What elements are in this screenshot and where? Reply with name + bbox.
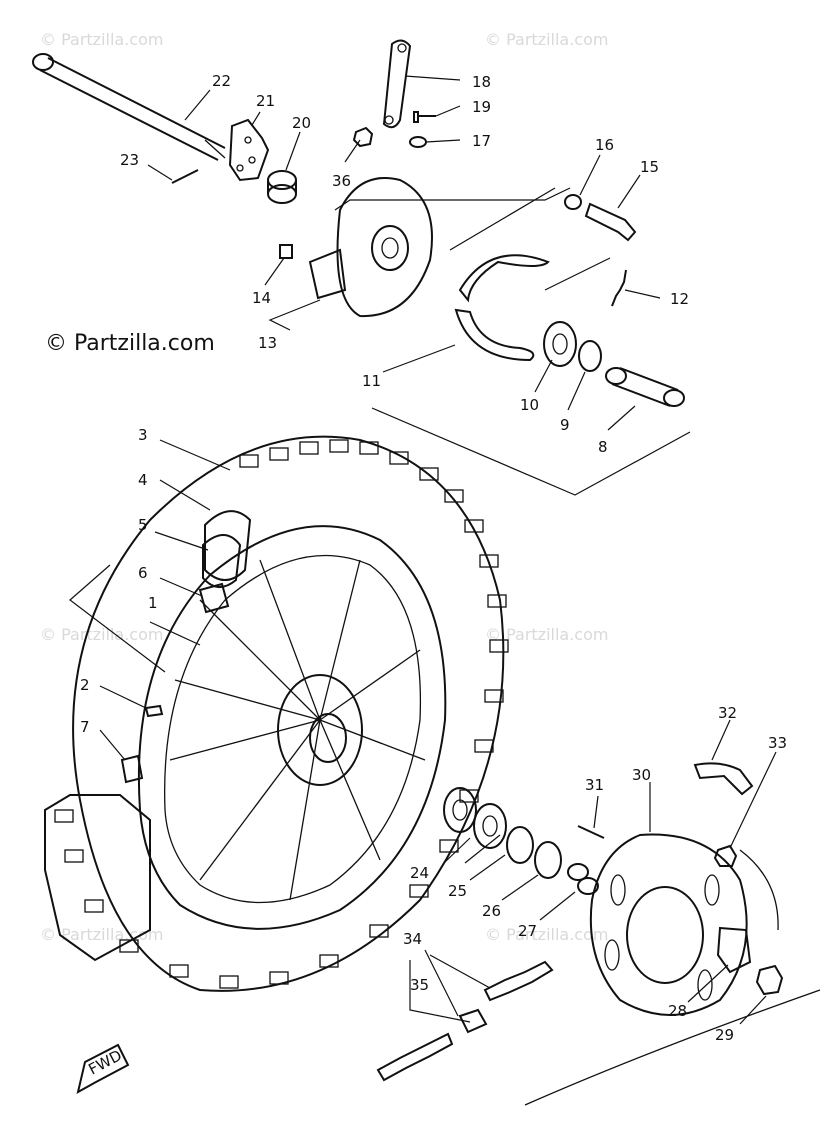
callout-labels: 1 2 3 4 5 6 7 8 9 10 11 12 13 14 15 16 1… bbox=[80, 72, 787, 1044]
watermark-faint: © Partzilla.com bbox=[485, 30, 608, 49]
part-valve bbox=[198, 582, 230, 614]
callout-22: 22 bbox=[212, 72, 231, 90]
part-washer bbox=[409, 136, 427, 148]
callout-10: 10 bbox=[520, 396, 539, 414]
bracket-lines bbox=[69, 187, 691, 1023]
callout-12: 12 bbox=[670, 290, 689, 308]
part-stud bbox=[577, 825, 605, 839]
part-spacer bbox=[605, 367, 685, 407]
callout-24: 24 bbox=[410, 864, 429, 882]
callout-32: 32 bbox=[718, 704, 737, 722]
callout-7: 7 bbox=[80, 718, 90, 736]
callout-35: 35 bbox=[410, 976, 429, 994]
callout-1: 1 bbox=[148, 594, 158, 612]
watermark-faint: © Partzilla.com bbox=[485, 625, 608, 644]
callout-6: 6 bbox=[138, 564, 148, 582]
part-oil-seal bbox=[578, 340, 602, 372]
callout-21: 21 bbox=[256, 92, 275, 110]
part-axle bbox=[32, 53, 226, 161]
part-nut bbox=[352, 126, 374, 148]
part-lock-washer bbox=[716, 926, 752, 974]
callout-5: 5 bbox=[138, 516, 148, 534]
part-rear-wheel-assembly bbox=[54, 435, 509, 992]
chain-line-upper bbox=[739, 849, 779, 931]
callout-9: 9 bbox=[560, 416, 570, 434]
leader-lines bbox=[99, 75, 777, 1025]
callout-30: 30 bbox=[632, 766, 651, 784]
part-hub-collar bbox=[567, 863, 599, 895]
callout-3: 3 bbox=[138, 426, 148, 444]
part-bolt bbox=[413, 111, 436, 123]
callout-33: 33 bbox=[768, 734, 787, 752]
watermark-main: © Partzilla.com bbox=[45, 331, 215, 356]
callout-34: 34 bbox=[403, 930, 422, 948]
callout-23: 23 bbox=[120, 151, 139, 169]
part-rim-band bbox=[202, 534, 242, 588]
callout-4: 4 bbox=[138, 471, 148, 489]
callout-29: 29 bbox=[715, 1026, 734, 1044]
part-brake-shoe-plate bbox=[308, 177, 433, 318]
part-puller-nut bbox=[713, 844, 738, 867]
callout-25: 25 bbox=[448, 882, 467, 900]
part-bearing bbox=[543, 321, 577, 367]
callout-16: 16 bbox=[595, 136, 614, 154]
part-oil-seal-hub bbox=[506, 826, 534, 864]
fwd-arrow: FWD bbox=[76, 1043, 130, 1094]
callout-11: 11 bbox=[362, 372, 381, 390]
callout-15: 15 bbox=[640, 158, 659, 176]
callout-14: 14 bbox=[252, 289, 271, 307]
part-oil-seal-small bbox=[564, 194, 582, 210]
callout-20: 20 bbox=[292, 114, 311, 132]
part-cotter-pin bbox=[171, 169, 199, 184]
callout-36: 36 bbox=[332, 172, 351, 190]
part-rim-lock bbox=[120, 754, 144, 784]
chain-line-lower bbox=[524, 989, 821, 1106]
part-spoke-nipple bbox=[144, 704, 164, 718]
callout-31: 31 bbox=[585, 776, 604, 794]
watermark-faint: © Partzilla.com bbox=[40, 30, 163, 49]
part-chain-puller bbox=[693, 762, 754, 796]
part-spring bbox=[611, 269, 627, 307]
callout-8: 8 bbox=[598, 438, 608, 456]
callout-18: 18 bbox=[472, 73, 491, 91]
watermark-layer: © Partzilla.com © Partzilla.com © Partzi… bbox=[40, 30, 608, 944]
part-tire-section bbox=[44, 794, 151, 962]
part-oil-seal-2 bbox=[534, 841, 562, 879]
part-sprocket-nut bbox=[755, 964, 784, 996]
part-small-bolt bbox=[279, 244, 293, 259]
callout-17: 17 bbox=[472, 132, 491, 150]
watermark-faint: © Partzilla.com bbox=[485, 925, 608, 944]
watermark-faint: © Partzilla.com bbox=[40, 625, 163, 644]
callout-2: 2 bbox=[80, 676, 90, 694]
callout-19: 19 bbox=[472, 98, 491, 116]
part-wheel-bearing-2 bbox=[473, 803, 507, 849]
part-brake-shoes bbox=[454, 254, 550, 362]
part-sprocket bbox=[589, 833, 748, 1016]
part-tube bbox=[204, 510, 252, 581]
callout-28: 28 bbox=[668, 1002, 687, 1020]
callout-27: 27 bbox=[518, 922, 537, 940]
part-wheel-bearing bbox=[443, 787, 477, 833]
callout-13: 13 bbox=[258, 334, 277, 352]
callout-26: 26 bbox=[482, 902, 501, 920]
part-brake-cam-shaft bbox=[584, 202, 637, 242]
part-cam-lever bbox=[382, 39, 412, 129]
part-chain-adjuster-plate bbox=[228, 118, 270, 182]
part-drive-chain bbox=[376, 960, 554, 1082]
part-collar bbox=[267, 170, 297, 204]
